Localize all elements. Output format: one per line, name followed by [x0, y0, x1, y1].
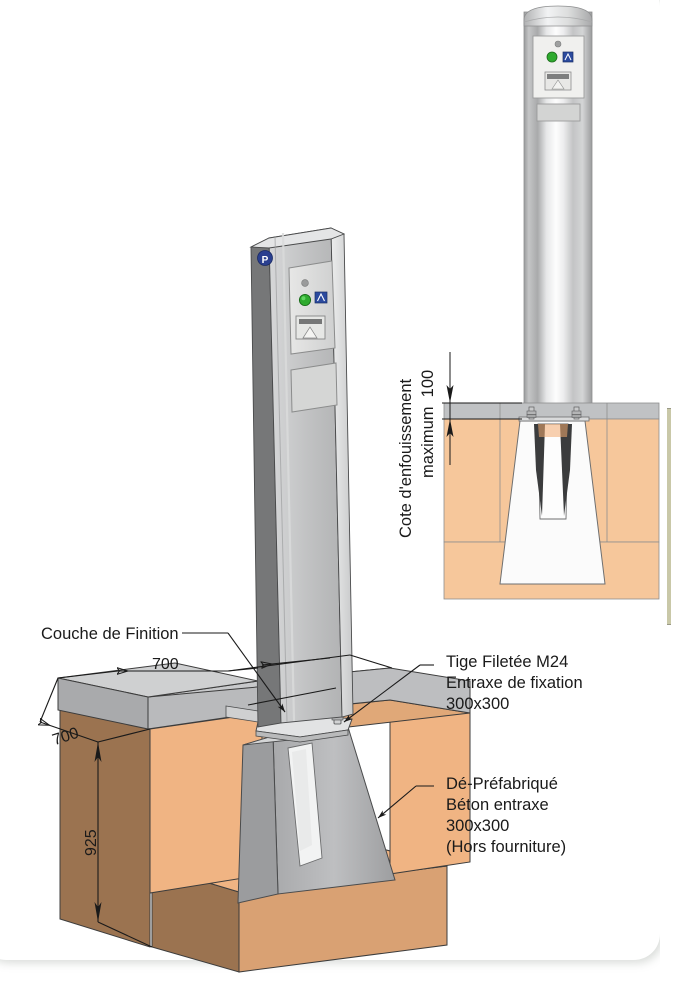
label-entraxe-fixation-value: 300x300 [446, 695, 510, 713]
dim-700-top-arrow-right [262, 657, 331, 665]
section-kiosk-panel [532, 35, 585, 99]
pillar-top-cap [249, 227, 346, 249]
leader-lines [39, 632, 434, 948]
main-isometric-view: P [39, 227, 471, 973]
precast-concrete-die [237, 726, 396, 904]
ticket-dispenser-icon [295, 315, 326, 340]
label-couche-de-finition: Couche de Finition [41, 625, 179, 643]
section-concrete-die [499, 420, 606, 585]
main-kiosk-panel [288, 260, 338, 413]
leader-de-prefabrique-arrow [377, 785, 417, 819]
card-right-fill [660, 0, 689, 985]
base-plate-edge [255, 729, 349, 743]
card-reader-icon [562, 51, 574, 63]
parking-p-icon: P [257, 250, 273, 266]
speaker-icon [554, 40, 562, 48]
dim-label-700-top: 700 [152, 656, 179, 673]
label-entraxe-de-fixation: Entraxe de fixation [446, 674, 583, 692]
section-threaded-rod-left [526, 406, 537, 420]
dim-ext-side-lower [97, 728, 151, 743]
dim-label-925: 925 [83, 829, 100, 856]
section-lower-access-panel [536, 103, 581, 122]
green-status-light [298, 293, 312, 307]
lower-access-panel [290, 362, 338, 413]
label-cote-enfouissement: Cote d'enfouissement [397, 378, 415, 538]
label-beton-entraxe: Béton entraxe [446, 796, 549, 814]
main-pillar [249, 227, 354, 728]
dim-700-top-mid [227, 667, 259, 672]
concrete-die-left [237, 735, 279, 904]
card-reader-icon [314, 291, 328, 304]
section-view [442, 5, 660, 600]
interface-panel [288, 260, 336, 355]
burial-depth-dimension [442, 352, 522, 465]
label-tige-filetee: Tige Filetée M24 [446, 653, 569, 671]
dim-ext-side-upper [39, 677, 59, 723]
dim-ext-top-left [57, 670, 119, 679]
speaker-icon [301, 279, 309, 287]
leader-tige-filetee-arrow [343, 664, 421, 723]
label-enfouissement-maximum: maximum 100 [419, 369, 437, 478]
label-de-prefabrique: Dé-Préfabriqué [446, 775, 558, 793]
leader-couche-finition-arrow [227, 632, 286, 713]
dim-ext-top-right [349, 654, 393, 669]
dim-700-side-arrow [40, 722, 99, 743]
page-scroll-indicator[interactable] [667, 408, 671, 625]
dim-ext-bottom [97, 921, 153, 948]
label-beton-entraxe-value: 300x300 [446, 817, 510, 835]
green-status-light [546, 51, 558, 63]
section-threaded-rod-right [571, 406, 582, 420]
leader-pillar-ref [247, 687, 337, 706]
svg-text:P: P [262, 255, 269, 266]
label-hors-fourniture: (Hors fourniture) [446, 838, 567, 856]
earth-front-face [59, 709, 151, 948]
